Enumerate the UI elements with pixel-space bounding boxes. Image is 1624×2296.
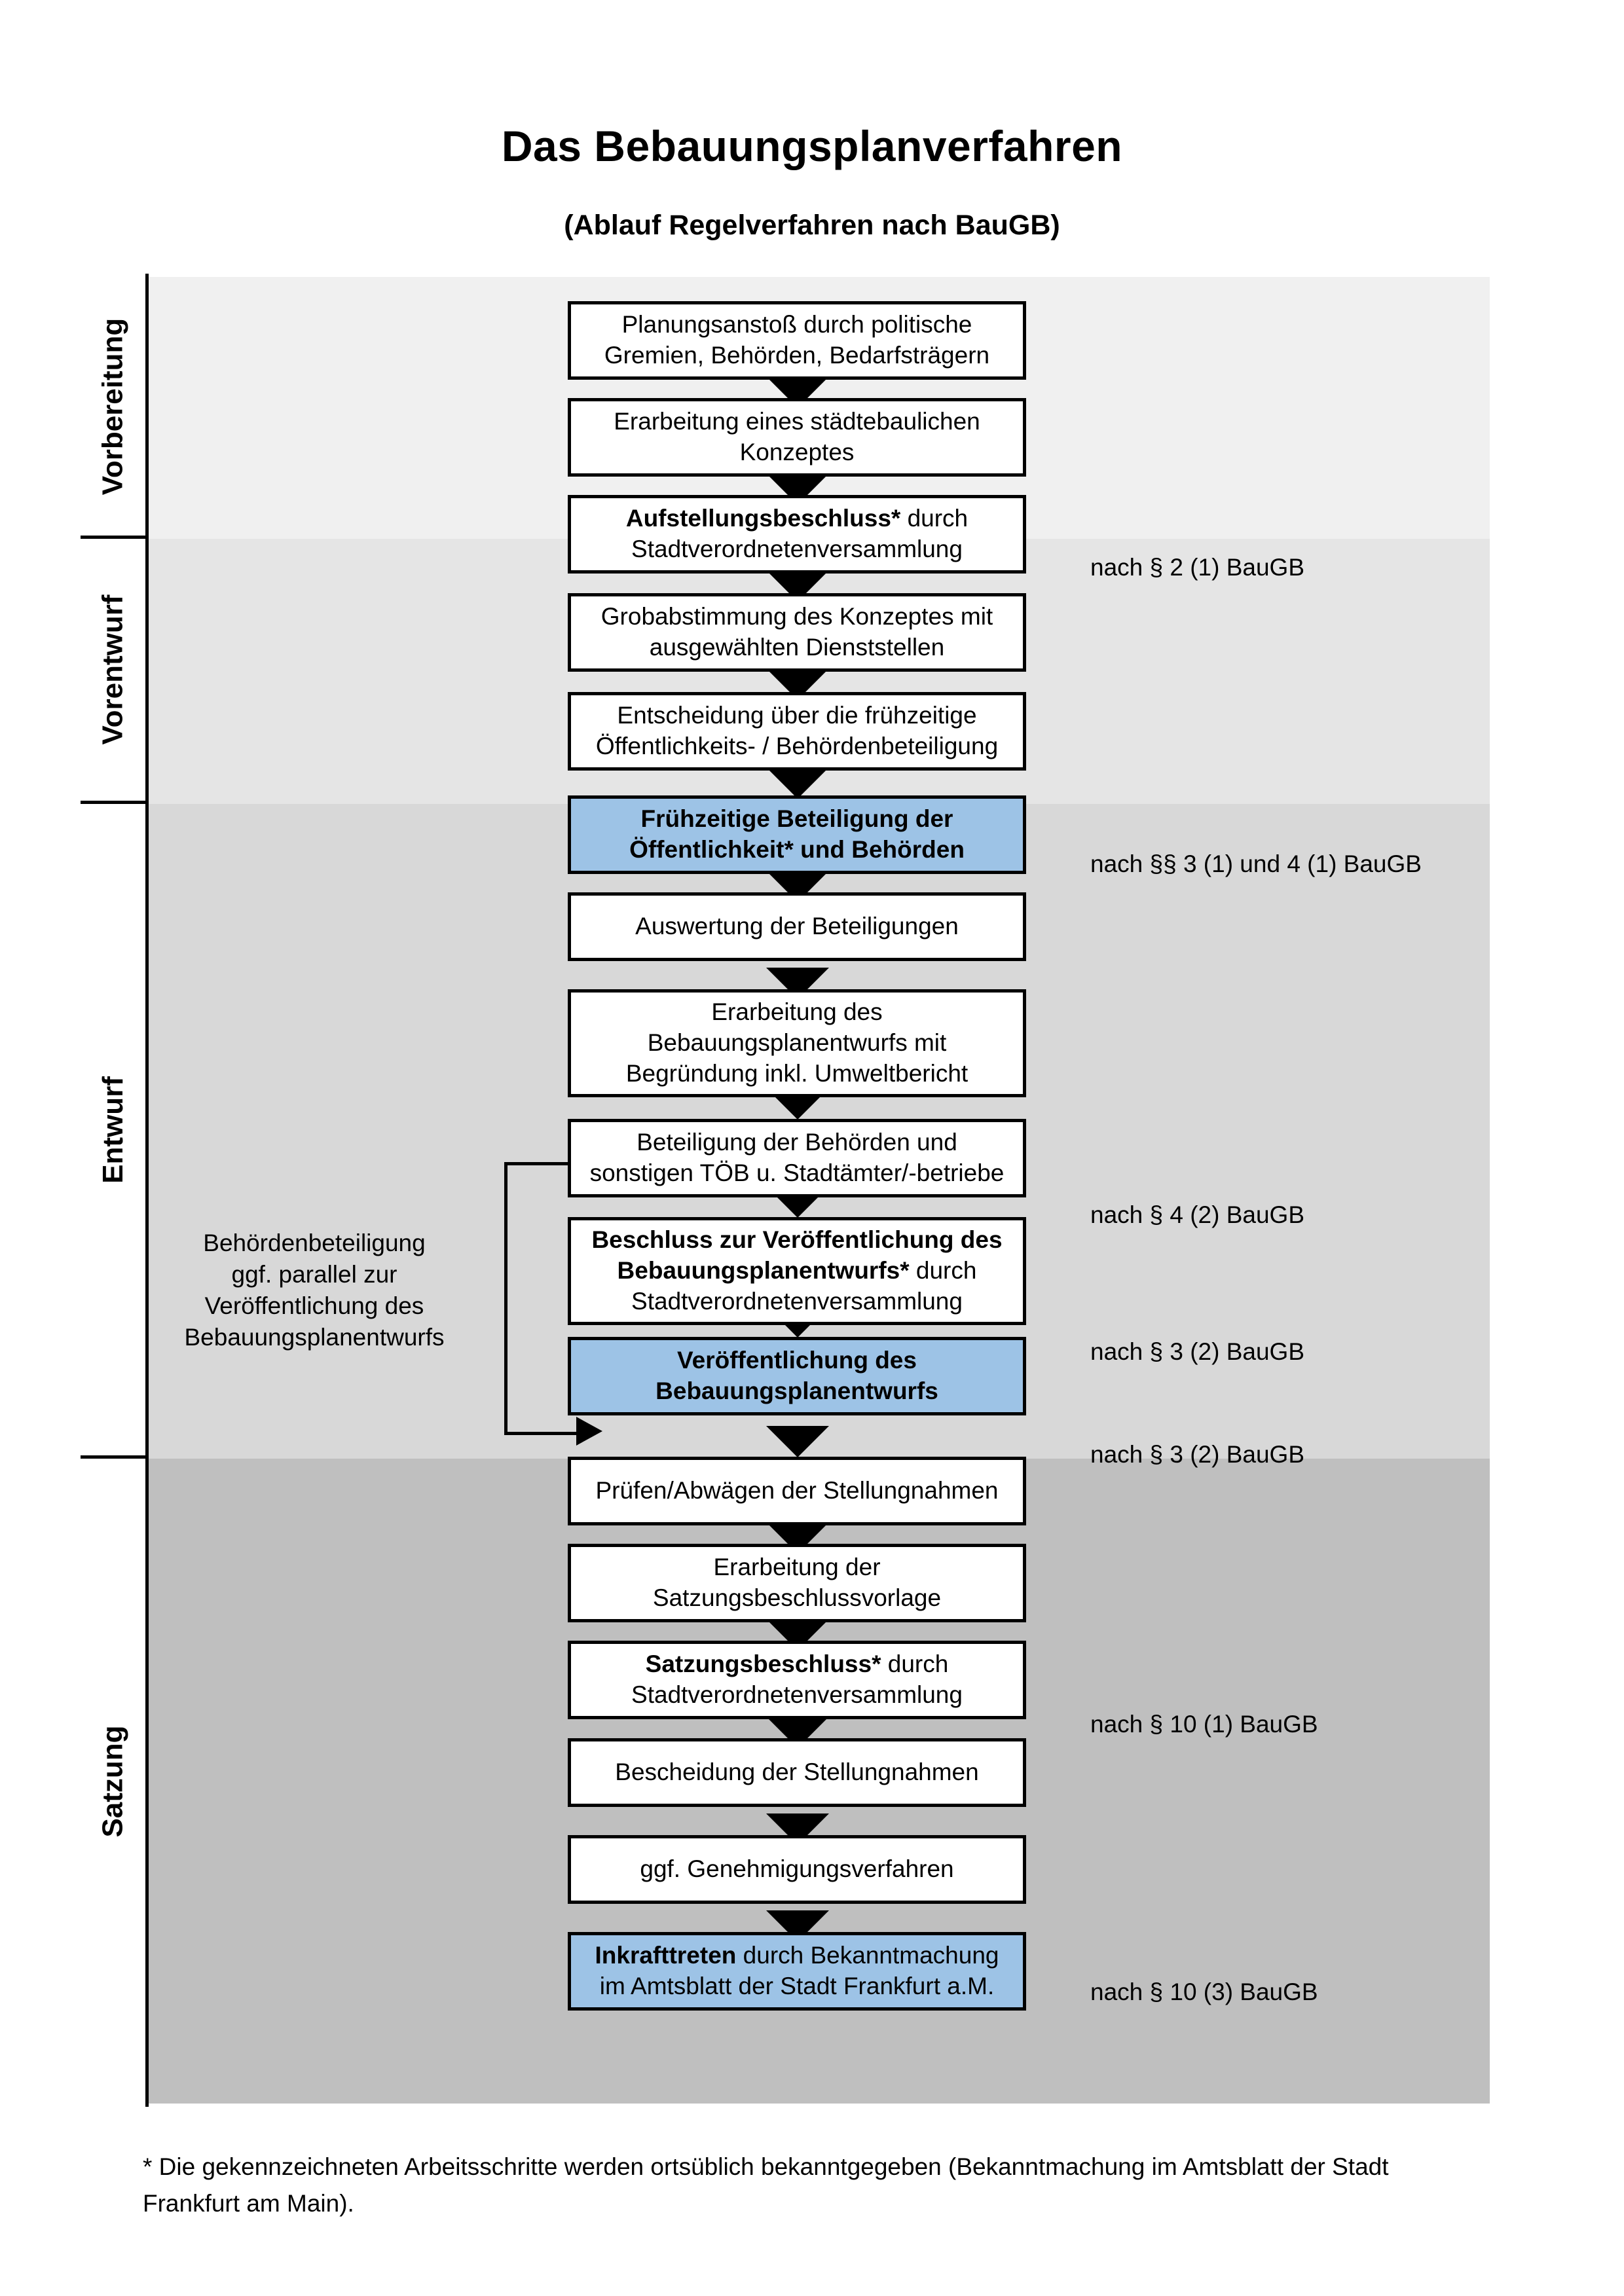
step-text-bold-1: Satzungsbeschluss* — [645, 1650, 881, 1678]
step-box-beschluss-veroeffentlichung[interactable]: Beschluss zur Veröffentlichung des Bebau… — [568, 1217, 1026, 1325]
flow-arrow-11 — [766, 1426, 829, 1457]
step-box-planungsanstoss[interactable]: Planungsanstoß durch politische Gremien,… — [568, 301, 1026, 380]
flow-arrow-5 — [766, 767, 829, 799]
step-text-line-2: im Amtsblatt der Stadt Frankfurt a.M. — [599, 1973, 995, 1999]
page-subtitle: (Ablauf Regelverfahren nach BauGB) — [564, 210, 1060, 241]
step-text-rest-2: durch — [909, 1257, 977, 1284]
step-text-line-2: Satzungsbeschlussvorlage — [652, 1584, 942, 1611]
step-box-auswertung-beteiligungen[interactable]: Auswertung der Beteiligungen — [568, 892, 1026, 961]
step-box-erarbeitung-satzungsvorlage[interactable]: Erarbeitung der Satzungsbeschlussvorlage — [568, 1544, 1026, 1622]
step-text-line-2: sonstigen TÖB u. Stadtämter/-betriebe — [589, 1159, 1005, 1186]
step-box-veroeffentlichung-bplan[interactable]: Veröffentlichung des Bebauungsplanentwur… — [568, 1337, 1026, 1415]
step-text-line-1: Planungsanstoß durch politische — [621, 311, 972, 338]
step-text-line-2: ausgewählten Dienststellen — [649, 634, 945, 661]
phase-cell-satzung: Satzung — [81, 1459, 145, 2104]
step-text-line-1: ggf. Genehmigungsverfahren — [640, 1855, 954, 1882]
step-box-fruehzeitige-beteiligung[interactable]: Frühzeitige Beteiligung der Öffentlichke… — [568, 795, 1026, 874]
page-title: Das Bebauungsplanverfahren — [501, 122, 1123, 170]
step-text-bold-2: Bebauungsplanentwurfs* — [617, 1257, 910, 1284]
phase-cell-entwurf: Entwurf — [81, 804, 145, 1459]
step-box-bescheidung-stellungnahmen[interactable]: Bescheidung der Stellungnahmen — [568, 1738, 1026, 1807]
step-text-line-2: Gremien, Behörden, Bedarfsträgern — [604, 342, 990, 369]
step-box-erarbeitung-bplan-entwurf[interactable]: Erarbeitung des Bebauungsplanentwurfs mi… — [568, 989, 1026, 1097]
step-text-line-1: Grobabstimmung des Konzeptes mit — [600, 603, 993, 630]
step-text-bold-1: Frühzeitige Beteiligung der — [640, 805, 953, 833]
step-text-rest-1: durch — [900, 505, 969, 532]
step-text-line-2: Öffentlichkeits- / Behördenbeteiligung — [595, 733, 999, 759]
side-note-behoerdenbeteiligung: Behördenbeteiligung ggf. parallel zur Ve… — [167, 1228, 462, 1353]
step-box-aufstellungsbeschluss[interactable]: Aufstellungsbeschluss* durch Stadtverord… — [568, 495, 1026, 574]
step-box-staedtebauliches-konzept[interactable]: Erarbeitung eines städtebaulichen Konzep… — [568, 398, 1026, 477]
phase-label-vorentwurf: Vorentwurf — [96, 594, 129, 745]
step-box-entscheidung-fruehzeitige[interactable]: Entscheidung über die frühzeitige Öffent… — [568, 692, 1026, 771]
phase-cell-vorentwurf: Vorentwurf — [81, 539, 145, 804]
step-text-line-3: Begründung inkl. Umweltbericht — [625, 1059, 969, 1087]
step-text-line-2: Konzeptes — [739, 439, 855, 465]
step-text-bold-1: Veröffentlichung des — [677, 1347, 917, 1374]
step-text-rest-1: durch — [881, 1650, 949, 1678]
footnote-text: * Die gekennzeichneten Arbeitsschritte w… — [143, 2153, 1389, 2217]
side-note-line-4: Bebauungsplanentwurfs — [184, 1324, 445, 1351]
step-box-pruefen-abwaegen[interactable]: Prüfen/Abwägen der Stellungnahmen — [568, 1457, 1026, 1525]
step-text-line-1: Beteiligung der Behörden und — [637, 1129, 957, 1156]
step-text-line-1: Auswertung der Beteiligungen — [635, 913, 959, 939]
legal-note-par4-2: nach § 4 (2) BauGB — [1090, 1201, 1305, 1228]
phase-label-entwurf: Entwurf — [96, 1076, 129, 1184]
step-text-bold-2: Öffentlichkeit* und Behörden — [629, 836, 965, 863]
step-text-bold-1: Aufstellungsbeschluss* — [625, 505, 901, 532]
step-text-line-1: Prüfen/Abwägen der Stellungnahmen — [595, 1477, 999, 1504]
legal-note-par3-2-b: nach § 3 (2) BauGB — [1090, 1441, 1305, 1468]
phase-label-satzung: Satzung — [96, 1724, 129, 1838]
step-text-line-3: Stadtverordnetenversammlung — [631, 1287, 963, 1315]
side-note-line-2: ggf. parallel zur — [231, 1261, 397, 1288]
step-text-line-1: Entscheidung über die frühzeitige — [617, 702, 977, 729]
step-box-beteiligung-behoerden-toeb[interactable]: Beteiligung der Behörden und sonstigen T… — [568, 1119, 1026, 1197]
side-note-line-3: Veröffentlichung des — [204, 1292, 424, 1320]
step-text-bold-2: Bebauungsplanentwurfs — [655, 1377, 938, 1404]
step-text-line-2: Stadtverordnetenversammlung — [631, 536, 963, 562]
parallel-path-arrowhead — [576, 1417, 602, 1446]
legal-note-par2-1: nach § 2 (1) BauGB — [1090, 554, 1305, 581]
side-note-line-1: Behördenbeteiligung — [203, 1230, 426, 1256]
step-text-bold-1: Inkrafttreten — [595, 1942, 737, 1969]
parallel-path-bracket — [504, 1162, 583, 1435]
legal-note-par3-2-a: nach § 3 (2) BauGB — [1090, 1338, 1305, 1365]
step-text-line-1: Bescheidung der Stellungnahmen — [615, 1758, 979, 1785]
legal-note-par3-1-4-1: nach §§ 3 (1) und 4 (1) BauGB — [1090, 850, 1422, 877]
step-text-bold-1: Beschluss zur Veröffentlichung des — [591, 1226, 1003, 1254]
step-box-genehmigungsverfahren[interactable]: ggf. Genehmigungsverfahren — [568, 1835, 1026, 1904]
step-text-rest-1: durch Bekanntmachung — [736, 1942, 999, 1969]
step-text-line-1: Erarbeitung des — [711, 998, 883, 1026]
legal-note-par10-3: nach § 10 (3) BauGB — [1090, 1978, 1318, 2005]
phase-column-divider — [145, 274, 149, 2107]
step-text-line-2: Bebauungsplanentwurfs mit — [647, 1029, 947, 1056]
phase-cell-vorbereitung: Vorbereitung — [81, 277, 145, 539]
step-box-inkrafttreten[interactable]: Inkrafttreten durch Bekanntmachung im Am… — [568, 1932, 1026, 2011]
phase-label-vorbereitung: Vorbereitung — [96, 318, 129, 495]
legal-note-par10-1: nach § 10 (1) BauGB — [1090, 1711, 1318, 1738]
step-text-line-1: Erarbeitung eines städtebaulichen — [614, 408, 980, 435]
step-text-line-1: Erarbeitung der — [713, 1554, 881, 1581]
step-box-grobabstimmung[interactable]: Grobabstimmung des Konzeptes mit ausgewä… — [568, 593, 1026, 672]
step-box-satzungsbeschluss[interactable]: Satzungsbeschluss* durch Stadtverordnete… — [568, 1641, 1026, 1719]
step-text-line-2: Stadtverordnetenversammlung — [631, 1681, 963, 1708]
